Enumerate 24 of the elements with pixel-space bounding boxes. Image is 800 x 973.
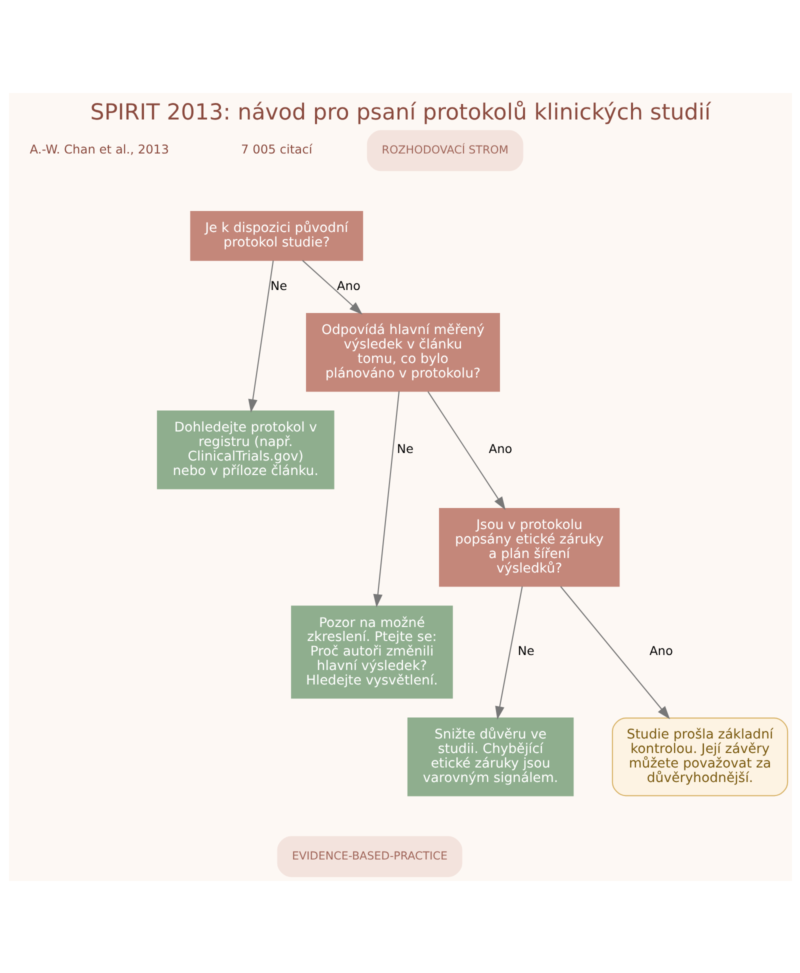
node-box: Snižte důvěru ve studii. Chybějící etické záruky jsou varovným signálem. bbox=[406, 717, 574, 796]
node-box: Odpovídá hlavní měřený výsledek v článku tomu, co bylo plánováno v protokolu? bbox=[306, 312, 500, 392]
edge-label: Ano bbox=[336, 278, 360, 293]
node-box: Studie prošla základní kontrolou. Její závěry můžete považovat za důvěryhodnější. bbox=[611, 717, 788, 796]
diagram-title: SPIRIT 2013: návod pro psaní protokolů klinických studií bbox=[90, 99, 710, 126]
edge-label: Ano bbox=[488, 441, 512, 456]
edge-label: Ne bbox=[270, 278, 287, 293]
arrow bbox=[248, 260, 274, 412]
node-box: Jsou v protokolu popsány etické záruky a plán šíření výsledků? bbox=[438, 508, 620, 586]
arrow bbox=[494, 586, 522, 720]
label: A.-W. Chan et al., 2013 bbox=[29, 142, 168, 156]
arrow bbox=[372, 390, 400, 608]
edge-label: Ne bbox=[517, 644, 534, 658]
node-box: Je k dispozici původní protokol studie? bbox=[190, 210, 363, 260]
label: 7 005 citací bbox=[240, 142, 312, 156]
arrow bbox=[426, 390, 506, 510]
label: EVIDENCE-BASED-PRACTICE bbox=[291, 848, 448, 862]
label: ROZHODOVACÍ STROM bbox=[381, 142, 508, 156]
edge-label: Ano bbox=[648, 644, 672, 658]
node-box: Pozor na možné zkreslení. Ptejte se: Proč autoři změnili hlavní výsledek? Hledejte vysvětlení. bbox=[290, 605, 452, 698]
edge-label: Ne bbox=[396, 441, 414, 456]
node-box: Dohledejte protokol v registru (např. ClinicalTrials.gov) nebo v příloze článku. bbox=[156, 410, 334, 489]
arrow bbox=[560, 586, 670, 719]
arrow bbox=[302, 260, 362, 314]
